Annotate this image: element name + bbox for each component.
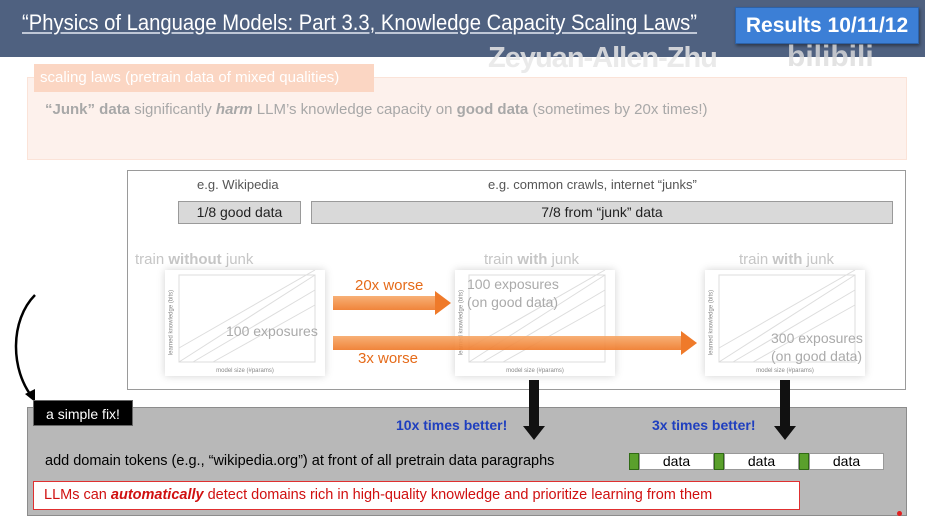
better-3x: 3x times better! (652, 417, 756, 433)
bilibili-logo: bilibili (787, 40, 874, 73)
better-10x: 10x times better! (396, 417, 508, 433)
panel-2-note: 100 exposures(on good data) (467, 276, 559, 310)
t: “Junk” (45, 101, 96, 118)
t: data (95, 101, 131, 118)
down-arrow-2-icon (774, 426, 796, 440)
curved-arrow-icon (14, 294, 36, 402)
domain-token (799, 453, 809, 470)
data-box: data (639, 453, 714, 470)
plot-with-junk-300: model size (#params) learned knowledge (b… (705, 270, 865, 376)
pointer-dot (897, 511, 902, 516)
arrow-20x-shaft (333, 296, 437, 310)
plot-with-junk-100: model size (#params) learned knowledge (b… (455, 270, 615, 376)
panel-1-note: 100 exposures (226, 323, 318, 339)
eg-common-crawls: e.g. common crawls, internet “junks” (488, 177, 697, 192)
t: harm (215, 101, 253, 118)
down-arrow-1-icon (523, 426, 545, 440)
panel-title-1: train without junk (135, 251, 254, 268)
label-20x-worse: 20x worse (355, 277, 424, 294)
panel-title-2: train with junk (484, 251, 580, 268)
plot-x-axis-label: model size (#params) (756, 368, 814, 374)
arrow-3x-head-icon (681, 331, 697, 355)
domain-token (714, 453, 724, 470)
watermark-author: Zeyuan-Allen-Zhu (488, 42, 718, 74)
plot-x-axis-label: model size (#params) (506, 368, 564, 374)
junk-data-box: 7/8 from “junk” data (311, 201, 893, 224)
plot-y-axis-label: learned knowledge (bits) (708, 289, 715, 356)
conclusion-box: LLMs can automatically detect domains ri… (33, 481, 800, 510)
plot-y-axis-label: learned knowledge (bits) (168, 289, 175, 356)
t: significantly (130, 101, 216, 118)
summary-label: scaling laws (pretrain data of mixed qua… (34, 64, 374, 92)
panel-3-note: 300 exposures(on good data) (771, 330, 863, 364)
plot-without-junk: model size (#params) learned knowledge (b… (165, 270, 325, 376)
simple-fix-label: a simple fix! (33, 400, 133, 426)
plot-x-axis-label: model size (#params) (216, 368, 274, 374)
data-box: data (724, 453, 799, 470)
panel-title-3: train with junk (739, 251, 835, 268)
down-arrow-2-shaft (780, 380, 790, 426)
arrow-20x-head-icon (435, 291, 451, 315)
good-data-box: 1/8 good data (178, 201, 301, 224)
results-button[interactable]: Results 10/11/12 (735, 7, 919, 44)
label-3x-worse: 3x worse (358, 350, 419, 367)
eg-wikipedia: e.g. Wikipedia (197, 177, 279, 192)
t: LLM’s knowledge capacity on (252, 101, 457, 118)
domain-token-text: add domain tokens (e.g., “wikipedia.org”… (45, 453, 555, 469)
plot-y-axis-label: learned knowledge (bits) (458, 289, 465, 356)
summary-text: “Junk” data significantly harm LLM’s kno… (45, 101, 708, 118)
down-arrow-1-shaft (529, 380, 539, 426)
t: good data (456, 101, 529, 118)
t: (sometimes by 20x times!) (528, 101, 708, 118)
arrow-3x-shaft (333, 336, 683, 350)
slide-title[interactable]: “Physics of Language Models: Part 3.3, K… (22, 10, 698, 35)
data-box: data (809, 453, 884, 470)
domain-token (629, 453, 639, 470)
